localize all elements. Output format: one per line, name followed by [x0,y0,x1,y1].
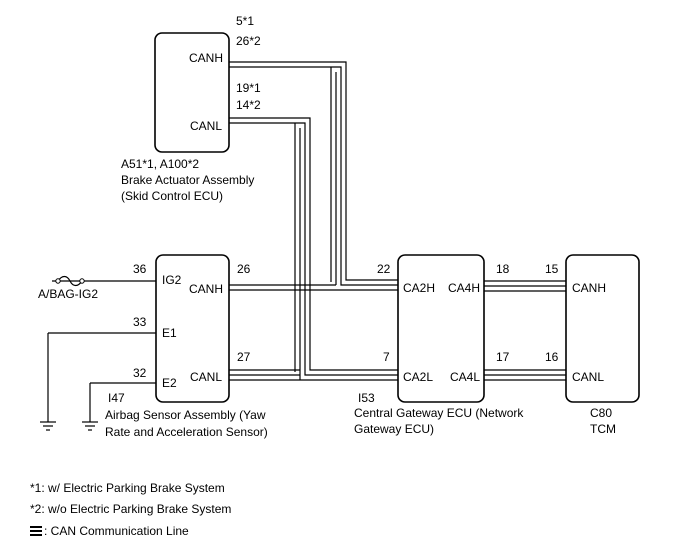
tcm-box [565,254,640,403]
airbag-ref-label: I47 [108,391,125,405]
brake-name-line2: (Skid Control ECU) [121,189,223,203]
gateway-pin-ca4l-label: CA4L [450,370,480,384]
gateway-name-line2: Gateway ECU) [354,422,434,436]
can-wires [228,61,566,381]
airbag-pin-number-e2: 32 [133,366,147,380]
tcm-name-label: TCM [590,422,616,436]
gateway-name-line1: Central Gateway ECU (Network [354,406,524,420]
gateway-ecu-box [397,254,485,403]
airbag-pin-number-ig2: 36 [133,262,147,276]
can-line-legend-icon [30,526,42,536]
brake-name-line1: Brake Actuator Assembly [121,173,254,187]
fuse-label: A/BAG-IG2 [38,287,98,301]
brake-pin-number-canh-2: 26*2 [236,34,261,48]
airbag-pin-number-canh: 26 [237,262,251,276]
brake-actuator-box [154,32,230,153]
gateway-pin-ca4h-label: CA4H [448,281,480,295]
gateway-pin-number-ca2l: 7 [383,350,390,364]
airbag-sensor-box [155,254,230,403]
tcm-pin-canl-label: CANL [572,370,604,384]
tcm-pin-canh-label: CANH [572,281,606,295]
gateway-pin-number-ca4l: 17 [496,350,510,364]
brake-pin-number-canh-1: 5*1 [236,14,254,28]
tcm-pin-number-canl: 16 [545,350,559,364]
wire-brake-canh-b [228,66,398,286]
fuse-icon [55,275,85,287]
brake-pin-canl-label: CANL [190,119,222,133]
airbag-pin-canl-label: CANL [190,370,222,384]
wire-brake-canh-a [228,61,398,281]
tcm-pin-number-canh: 15 [545,262,559,276]
note-2: *2: w/o Electric Parking Brake System [30,502,231,516]
brake-pin-number-canl-2: 14*2 [236,98,261,112]
brake-pin-canh-label: CANH [189,51,223,65]
airbag-pin-number-canl: 27 [237,350,251,364]
airbag-name-line2: Rate and Acceleration Sensor) [105,425,268,439]
gateway-ref-label: I53 [358,391,375,405]
airbag-pin-e1-label: E1 [162,326,177,340]
airbag-pin-canh-label: CANH [189,282,223,296]
ground-icon-e1 [40,421,56,431]
wire-brake-canl-a [228,117,398,371]
note-1: *1: w/ Electric Parking Brake System [30,481,225,495]
airbag-pin-ig2-label: IG2 [162,273,182,287]
power-ground-wiring [47,280,156,422]
ground-icon-e2 [82,421,98,431]
airbag-name-line1: Airbag Sensor Assembly (Yaw [105,408,266,422]
brake-pin-number-canl-1: 19*1 [236,81,261,95]
gateway-pin-ca2l-label: CA2L [403,370,433,384]
gateway-pin-number-ca4h: 18 [496,262,510,276]
gateway-pin-ca2h-label: CA2H [403,281,435,295]
tcm-ref-label: C80 [590,406,612,420]
airbag-pin-e2-label: E2 [162,376,177,390]
airbag-pin-number-e1: 33 [133,315,147,329]
brake-ref-label: A51*1, A100*2 [121,157,199,171]
gateway-pin-number-ca2h: 22 [377,262,391,276]
wire-brake-canl-b [228,122,398,376]
can-line-legend-label: : CAN Communication Line [44,524,189,538]
